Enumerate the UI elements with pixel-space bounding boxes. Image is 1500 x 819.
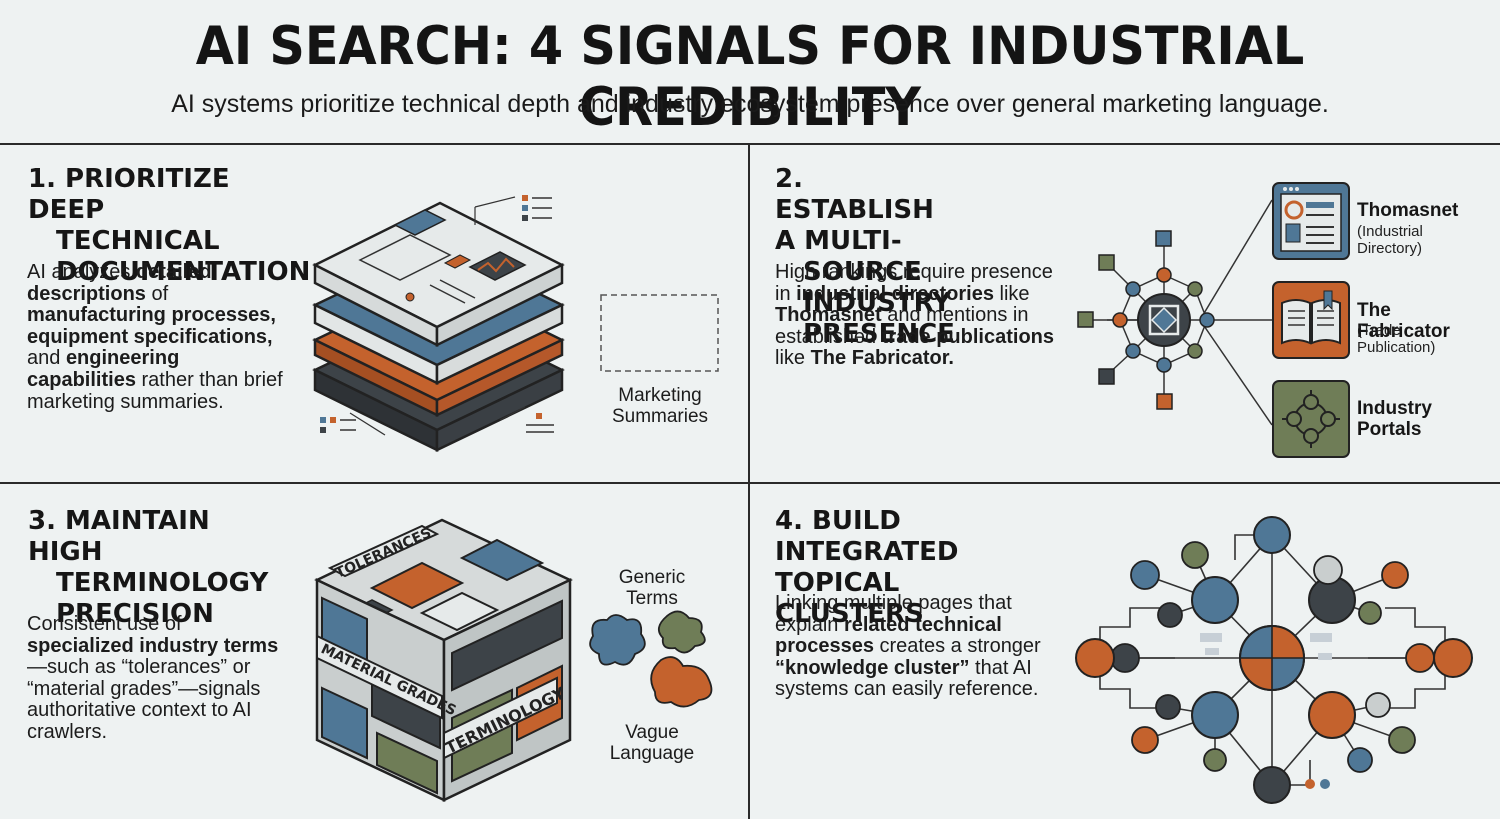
body-text: AI analyzes [27, 261, 136, 283]
title-line: PRESENCE [803, 319, 955, 349]
title-line: TOPICAL CLUSTERS [775, 568, 924, 629]
panel-1-body: AI analyzes detailed descriptions of man… [27, 261, 287, 413]
industry-network-hub-icon [1077, 199, 1273, 426]
emphasis-text: manufacturing processes, equipment speci… [27, 304, 276, 348]
source-name: Thomasnet [1357, 200, 1459, 221]
title-line: TERMINOLOGY [56, 568, 269, 598]
layered-documentation-stack-icon [312, 195, 565, 453]
header: AI SEARCH: 4 SIGNALS FOR INDUSTRIAL CRED… [0, 0, 1500, 143]
title-line: 1. PRIORITIZE DEEP [28, 164, 230, 225]
directory-window-icon [1272, 182, 1350, 260]
source-type: (Trade Publication) [1357, 322, 1436, 356]
title-line: 2. ESTABLISH A MULTI- [775, 164, 934, 256]
generic-terms-label: Generic Terms [618, 567, 686, 609]
body-text: rather than brief marketing summaries. [27, 368, 283, 413]
body-text: Consistent use of [27, 613, 182, 635]
source-type: (Industrial Directory) [1357, 223, 1423, 257]
emphasis-text: specialized industry terms [27, 634, 279, 657]
panel-2-title: 2. ESTABLISH A MULTI- SOURCE INDUSTRY PR… [775, 164, 955, 350]
header-divider [0, 143, 1500, 145]
emphasis-text: detailed descriptions [27, 261, 212, 305]
body-text: like [775, 347, 811, 370]
title-line: 3. MAINTAIN HIGH [28, 506, 210, 567]
emphasis-text: “knowledge cluster” [775, 656, 970, 679]
vague-language-label: Vague Language [609, 722, 695, 764]
panel-2-body: High rankings require presence in indust… [775, 261, 1060, 370]
panel-1-title: 1. PRIORITIZE DEEP TECHNICAL DOCUMENTATI… [28, 164, 310, 288]
body-text: and mentions in established [775, 304, 1029, 348]
panel-4-title: 4. BUILD INTEGRATED TOPICAL CLUSTERS [775, 506, 958, 630]
emphasis-text: trade publications [881, 325, 1054, 348]
panel-4-body: Linking multiple pages that explain rela… [775, 592, 1045, 701]
marketing-summary-placeholder-icon [600, 294, 719, 372]
knowledge-cluster-graph-icon [1075, 516, 1473, 804]
title-line: DOCUMENTATION [56, 257, 311, 287]
vague-language-blobs-icon [589, 610, 713, 708]
source-name-text: Industry Portals [1357, 398, 1432, 440]
body-text: of [145, 282, 169, 305]
title-line: PRECISION [56, 599, 214, 629]
row-divider [0, 482, 1500, 484]
emphasis-text: The Fabricator. [810, 347, 954, 370]
panel-3-body: Consistent use of specialized industry t… [27, 613, 292, 744]
source-name: Industry Portals [1357, 398, 1467, 440]
body-text: High rankings require presence in [775, 261, 1053, 305]
body-text: that AI systems can easily reference. [775, 656, 1039, 701]
portal-network-icon [1272, 380, 1350, 458]
body-text: creates a stronger [873, 635, 1041, 658]
marketing-summaries-label: Marketing Summaries [611, 385, 709, 427]
page-title: AI SEARCH: 4 SIGNALS FOR INDUSTRIAL CRED… [195, 16, 1305, 138]
terminology-cube-icon: TOLERANCES MATERIAL GRADES TERMINOLOGY [314, 518, 573, 802]
title-line: SOURCE INDUSTRY [803, 257, 952, 318]
source-name: The Fabricator [1357, 300, 1450, 342]
emphasis-text: related technical processes [775, 613, 1002, 658]
title-line: TECHNICAL [56, 226, 220, 256]
body-text: and [27, 347, 66, 370]
open-book-icon [1272, 281, 1350, 359]
emphasis-text: engineering capabilities [27, 347, 180, 391]
column-divider [748, 145, 750, 819]
panel-3-title: 3. MAINTAIN HIGH TERMINOLOGY PRECISION [28, 506, 268, 630]
body-text: like [993, 282, 1030, 305]
emphasis-text: Thomasnet [775, 304, 882, 327]
body-text: —such as “tolerances” or “material grade… [27, 656, 261, 743]
title-line: 4. BUILD INTEGRATED [775, 506, 959, 567]
emphasis-text: industrial directories [796, 282, 994, 305]
page-subtitle: AI systems prioritize technical depth an… [171, 90, 1329, 118]
body-text: Linking multiple pages that explain [775, 592, 1012, 636]
